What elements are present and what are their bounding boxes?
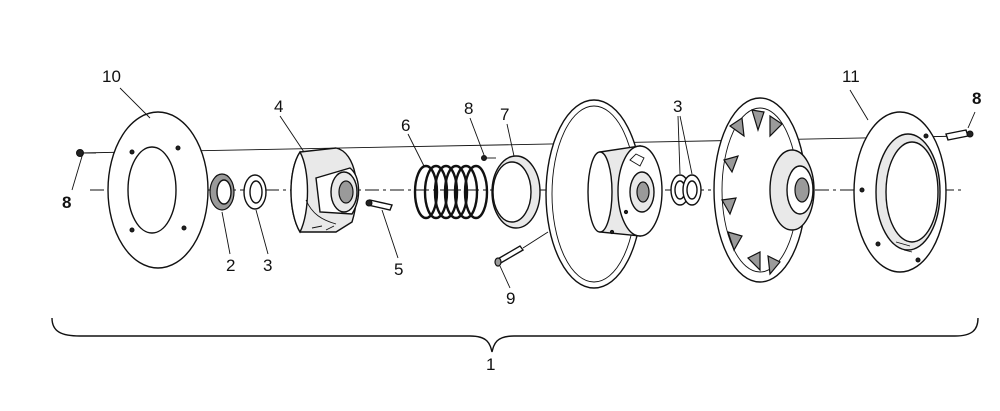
callout-2: 2: [226, 256, 235, 275]
bolt-assembly-line: [79, 135, 966, 154]
part-11-ring-plate: [853, 111, 947, 273]
callout-8-right: 8: [972, 89, 981, 108]
leader-lines: [119, 87, 976, 289]
callout-11: 11: [842, 67, 860, 86]
callout-1: 1: [486, 355, 495, 374]
part-8-bolt-left: [71, 149, 96, 191]
part-2-ring: [209, 173, 235, 211]
part-3-washer-left: [243, 174, 267, 210]
callout-8-center: 8: [464, 99, 473, 118]
part-10-cover-plate: [107, 111, 209, 269]
part-5-pin: [365, 199, 393, 211]
callout-6: 6: [401, 116, 410, 135]
callout-3-right: 3: [673, 97, 682, 116]
part-8-bolt-center: [481, 155, 496, 161]
part-4-spider-hub: [290, 147, 360, 234]
callout-7: 7: [500, 105, 509, 124]
callout-5: 5: [394, 260, 403, 279]
callout-3-left: 3: [263, 256, 272, 275]
part-8-bolt-right: [945, 129, 974, 141]
callout-10: 10: [102, 67, 121, 86]
callout-8-left: 8: [62, 193, 71, 212]
part-6-spring: [413, 164, 489, 220]
part-9-bolt: [494, 231, 549, 267]
part-7-spring-cup: [491, 155, 541, 229]
part-3-washers-right: [670, 174, 702, 206]
sheave: [545, 99, 663, 289]
callout-4: 4: [274, 97, 283, 116]
callout-9: 9: [506, 289, 515, 308]
finned-sheave: [713, 97, 815, 283]
assembly-brace: [51, 317, 979, 353]
